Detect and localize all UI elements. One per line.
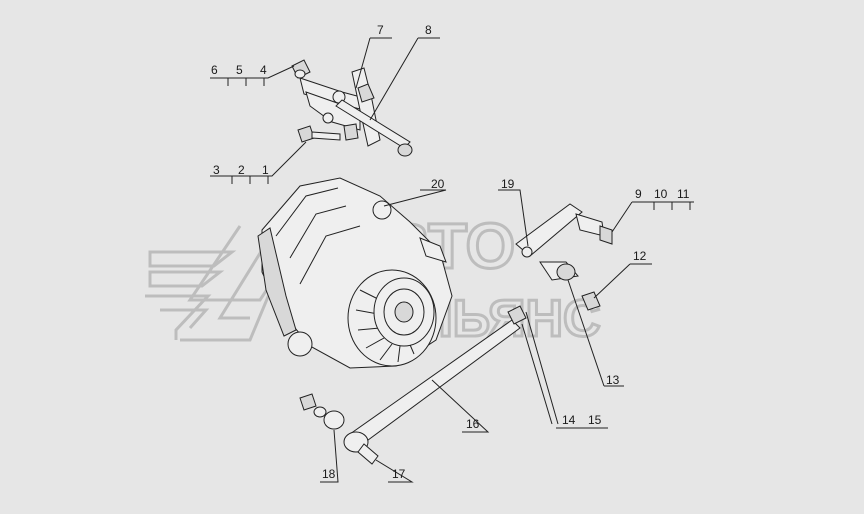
- fan-blades: [355, 289, 425, 363]
- strut-washer: [313, 406, 327, 418]
- leader-ticks-1-2-3: [231, 176, 269, 184]
- leader-12: [593, 263, 652, 299]
- leader-18: [320, 429, 339, 483]
- callout-3: 3: [213, 163, 220, 177]
- callout-2: 2: [238, 163, 245, 177]
- strut-nut: [299, 393, 317, 411]
- callout-5: 5: [236, 63, 243, 77]
- terminal-block: [419, 237, 447, 263]
- callout-17: 17: [392, 467, 406, 481]
- rectifier-cover: [257, 227, 297, 337]
- spacer-nut: [556, 263, 576, 281]
- leader-17: [375, 459, 414, 483]
- leader-8: [369, 37, 440, 121]
- upper-bracket-assembly: [291, 59, 413, 157]
- leader-ticks-9-10-11: [653, 202, 691, 210]
- nut-lower: [343, 123, 359, 141]
- callout-1: 1: [262, 163, 269, 177]
- bolt-shank-lower: [311, 131, 341, 141]
- tension-arm-assembly: [515, 203, 613, 311]
- mounting-lug: [287, 331, 313, 357]
- leader-7: [355, 37, 392, 89]
- washer-top: [294, 69, 306, 79]
- callout-18: 18: [322, 467, 336, 481]
- tension-arm-hole: [521, 246, 533, 258]
- strut-end-nut: [507, 305, 527, 325]
- long-bolt: [335, 99, 411, 149]
- callout-16: 16: [466, 417, 480, 431]
- callout-19: 19: [501, 177, 515, 191]
- nut-mid: [357, 83, 375, 103]
- callout-10: 10: [654, 187, 668, 201]
- leader-13: [567, 279, 624, 387]
- alternator: [257, 177, 453, 369]
- callout-13: 13: [606, 373, 620, 387]
- callout-7: 7: [377, 23, 384, 37]
- callout-20: 20: [431, 177, 445, 191]
- callouts: 1 2 3 4 5 6 7 8 9 10 11 12 13 14 15 16 1…: [211, 23, 690, 481]
- leader-lines: [210, 37, 694, 483]
- long-bolt-head: [397, 143, 413, 157]
- callout-14: 14: [562, 413, 576, 427]
- bracket-hole-lower: [322, 112, 334, 124]
- housing-ribs: [275, 187, 361, 285]
- callout-8: 8: [425, 23, 432, 37]
- callout-12: 12: [633, 249, 647, 263]
- leader-14-15: [521, 311, 608, 429]
- callout-11: 11: [677, 187, 690, 201]
- leader-4-5-6: [210, 65, 295, 79]
- callout-9: 9: [635, 187, 642, 201]
- leader-ticks-4-5-6: [227, 78, 265, 86]
- leader-9-10-11: [611, 201, 694, 233]
- strut-bushing: [323, 410, 345, 430]
- leader-19: [498, 189, 529, 247]
- callout-4: 4: [260, 63, 267, 77]
- pivot-lug: [372, 200, 392, 220]
- leader-16: [431, 379, 490, 433]
- callout-15: 15: [588, 413, 602, 427]
- leader-20: [383, 189, 447, 207]
- pulley-hub: [394, 301, 414, 323]
- callout-6: 6: [211, 63, 218, 77]
- adjust-nut: [599, 225, 613, 245]
- strut-bolt: [357, 443, 379, 465]
- leader-1-2-3: [210, 141, 307, 177]
